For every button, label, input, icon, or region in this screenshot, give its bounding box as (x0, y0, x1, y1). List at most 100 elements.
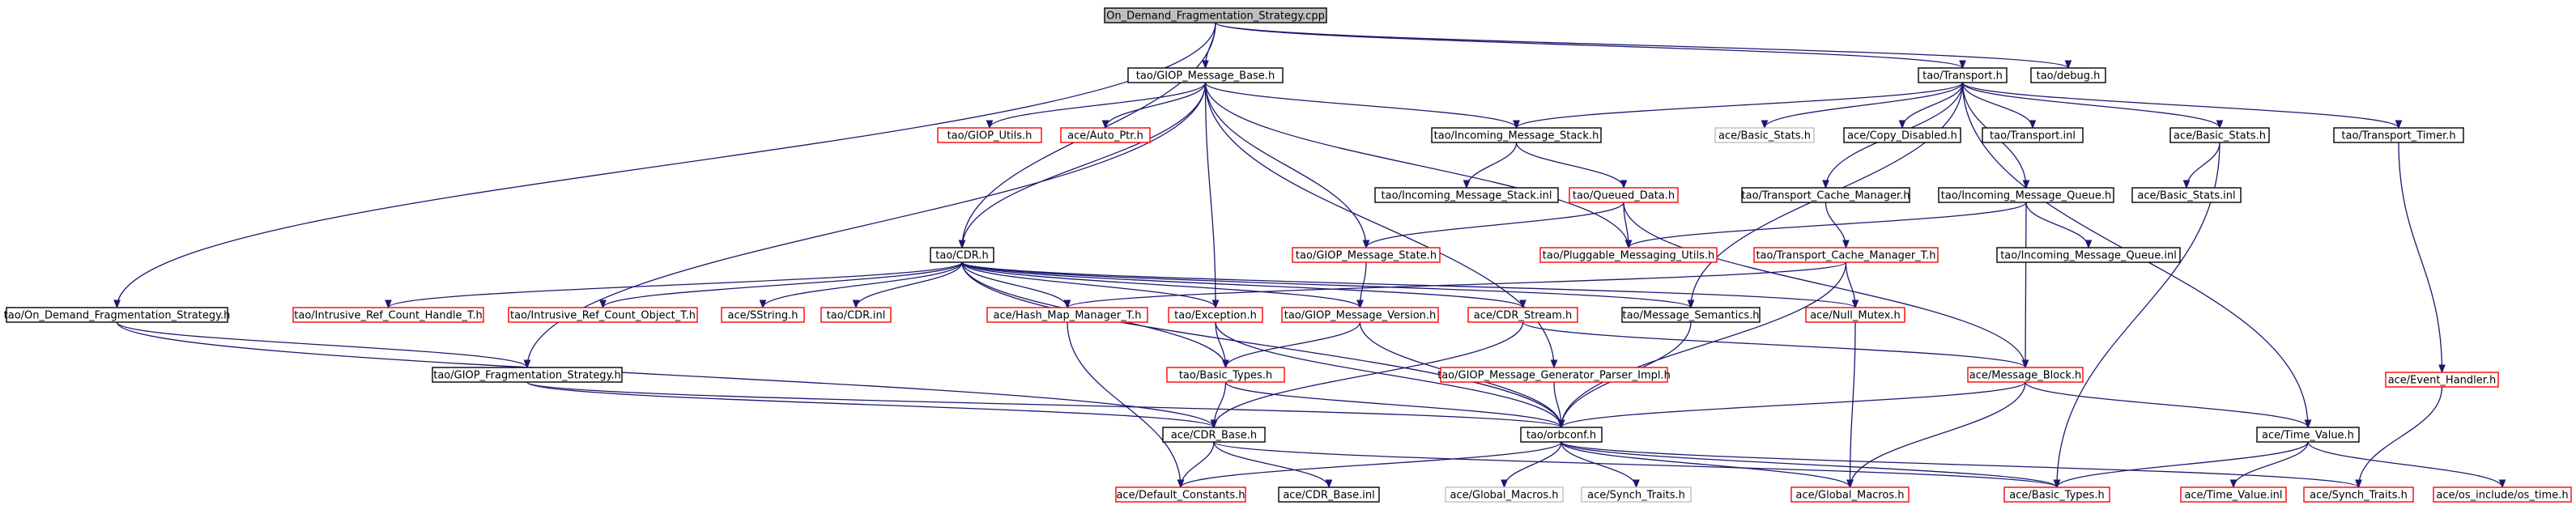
file-node-incoming-queue[interactable]: tao/Incoming_Message_Queue.h (1938, 187, 2114, 203)
file-node-giop-state[interactable]: tao/GIOP_Message_State.h (1292, 247, 1441, 263)
file-node-synch-traits-plain: ace/Synch_Traits.h (1581, 486, 1692, 503)
file-node-transport-timer[interactable]: tao/Transport_Timer.h (2333, 127, 2464, 143)
file-node-os-time[interactable]: ace/os_include/os_time.h (2433, 486, 2572, 503)
file-node-cdr[interactable]: tao/CDR.h (930, 247, 994, 263)
file-node-generator-parser[interactable]: tao/GIOP_Message_Generator_Parser_Impl.h (1437, 367, 1671, 383)
dependency-edge (2398, 142, 2446, 374)
dependency-edge (2355, 386, 2443, 489)
file-node-cdr-stream[interactable]: ace/CDR_Stream.h (1467, 307, 1578, 323)
node-box (937, 127, 1042, 143)
file-node-basic-stats-inl[interactable]: ace/Basic_Stats.inl (2131, 187, 2242, 203)
file-node-cdr-base-inl[interactable]: ace/CDR_Base.inl (1278, 486, 1380, 503)
file-node-null-mutex[interactable]: ace/Null_Mutex.h (1805, 307, 1905, 323)
file-node-time-value[interactable]: ace/Time_Value.h (2256, 427, 2360, 443)
file-node-basic-stats[interactable]: ace/Basic_Stats.h (2169, 127, 2270, 143)
node-box (1060, 127, 1151, 143)
file-node-odfs-h[interactable]: tao/On_Demand_Fragmentation_Strategy.h (4, 307, 231, 323)
file-node-hash-map[interactable]: ace/Hash_Map_Manager_T.h (986, 307, 1148, 323)
file-node-giop-utils[interactable]: tao/GIOP_Utils.h (937, 127, 1042, 143)
node-box (2433, 486, 2572, 503)
node-box (2256, 427, 2360, 443)
file-node-auto-ptr[interactable]: ace/Auto_Ptr.h (1060, 127, 1151, 143)
node-box (1467, 307, 1578, 323)
dependency-edge (2229, 441, 2309, 489)
file-node-time-value-inl[interactable]: ace/Time_Value.inl (2180, 486, 2287, 503)
file-node-default-constants[interactable]: ace/Default_Constants.h (1115, 486, 1246, 503)
node-label: tao/Transport_Cache_Manager_T.h (1756, 250, 1935, 262)
file-node-cache-manager[interactable]: tao/Transport_Cache_Manager.h (1741, 187, 1910, 203)
node-box (1982, 127, 2084, 143)
file-node-incoming-queue-inl[interactable]: tao/Incoming_Message_Queue.inl (1996, 247, 2181, 263)
dependency-edge (1204, 82, 1558, 369)
file-node-irc-handle[interactable]: tao/Intrusive_Ref_Count_Handle_T.h (292, 307, 484, 323)
dependency-edge (1846, 321, 1856, 489)
dependency-edge (1824, 202, 1850, 249)
node-label: ace/Basic_Stats.inl (2137, 190, 2235, 202)
file-node-tao-basic-types[interactable]: tao/Basic_Types.h (1166, 367, 1285, 383)
node-label: tao/Intrusive_Ref_Count_Object_T.h (510, 310, 696, 322)
file-node-msg-semantics[interactable]: tao/Message_Semantics.h (1621, 307, 1761, 323)
dependency-edge (2307, 441, 2506, 489)
file-node-queued-data[interactable]: tao/Queued_Data.h (1569, 187, 1679, 203)
node-label: tao/GIOP_Message_Generator_Parser_Impl.h (1437, 370, 1671, 382)
node-box (1753, 247, 1939, 263)
node-box (2180, 486, 2287, 503)
node-label: ace/Null_Mutex.h (1810, 310, 1901, 322)
node-label: tao/GIOP_Message_State.h (1296, 250, 1437, 262)
file-node-pluggable[interactable]: tao/Pluggable_Messaging_Utils.h (1539, 247, 1718, 263)
node-box (930, 247, 994, 263)
node-box (1278, 486, 1380, 503)
node-box (1539, 247, 1718, 263)
node-label: ace/os_include/os_time.h (2436, 490, 2568, 502)
node-box (1714, 127, 1815, 143)
node-box (1621, 307, 1761, 323)
file-node-message-block[interactable]: ace/Message_Block.h (1967, 367, 2084, 383)
node-box (1374, 187, 1559, 203)
node-label: tao/Pluggable_Messaging_Utils.h (1543, 250, 1714, 262)
file-node-exception[interactable]: tao/Exception.h (1168, 307, 1263, 323)
file-node-global-macros[interactable]: ace/Global_Macros.h (1790, 486, 1910, 503)
dependency-edge (852, 261, 963, 309)
file-node-cdr-inl[interactable]: tao/CDR.inl (820, 307, 892, 323)
node-label: ace/Basic_Stats.h (1718, 130, 1811, 142)
dependency-edge (523, 82, 1207, 369)
node-box (1162, 427, 1266, 443)
node-box (1127, 67, 1284, 83)
dependency-edge (986, 82, 1207, 130)
node-label: tao/GIOP_Fragmentation_Strategy.h (433, 370, 621, 382)
file-node-giop-frag[interactable]: tao/GIOP_Fragmentation_Strategy.h (432, 367, 623, 383)
dependency-edge (1761, 82, 1964, 130)
file-node-orbconf[interactable]: tao/orbconf.h (1520, 427, 1603, 443)
file-node-giop-base[interactable]: tao/GIOP_Message_Base.h (1127, 67, 1284, 83)
node-box (2169, 127, 2270, 143)
file-node-debug[interactable]: tao/debug.h (2030, 67, 2106, 83)
node-label: tao/Incoming_Message_Queue.h (1941, 190, 2111, 202)
file-node-sstring[interactable]: ace/SString.h (721, 307, 805, 323)
dependency-edge (958, 82, 1207, 249)
file-node-ace-basic-types[interactable]: ace/Basic_Types.h (2003, 486, 2110, 503)
file-node-transport-inl[interactable]: tao/Transport.inl (1982, 127, 2084, 143)
dependency-edge (1215, 22, 2072, 70)
file-node-irc-object[interactable]: tao/Intrusive_Ref_Count_Object_T.h (508, 307, 698, 323)
file-node-cdr-base[interactable]: ace/CDR_Base.h (1162, 427, 1266, 443)
file-node-incoming-stack-inl[interactable]: tao/Incoming_Message_Stack.inl (1374, 187, 1559, 203)
dependency-edge (1204, 82, 1520, 130)
dependency-edge (116, 321, 531, 369)
node-box (1166, 367, 1285, 383)
node-box (721, 307, 805, 323)
node-box (1431, 127, 1602, 143)
node-box (820, 307, 892, 323)
node-label: tao/Incoming_Message_Stack.inl (1382, 190, 1552, 202)
file-node-event-handler[interactable]: ace/Event_Handler.h (2385, 372, 2499, 388)
dependency-edge (1961, 82, 2224, 130)
file-node-synch-traits[interactable]: ace/Synch_Traits.h (2303, 486, 2414, 503)
file-node-giop-version[interactable]: tao/GIOP_Message_Version.h (1281, 307, 1439, 323)
node-label: ace/Auto_Ptr.h (1067, 130, 1143, 142)
file-node-incoming-stack[interactable]: tao/Incoming_Message_Stack.h (1431, 127, 1602, 143)
node-label: tao/On_Demand_Fragmentation_Strategy.h (4, 310, 231, 322)
node-label: ace/Global_Macros.h (1796, 490, 1905, 502)
file-node-transport[interactable]: tao/Transport.h (1918, 67, 2008, 83)
file-node-copy-disabled[interactable]: ace/Copy_Disabled.h (1843, 127, 1961, 143)
dependency-edge (1513, 82, 1964, 130)
file-node-cache-manager-t[interactable]: tao/Transport_Cache_Manager_T.h (1753, 247, 1939, 263)
